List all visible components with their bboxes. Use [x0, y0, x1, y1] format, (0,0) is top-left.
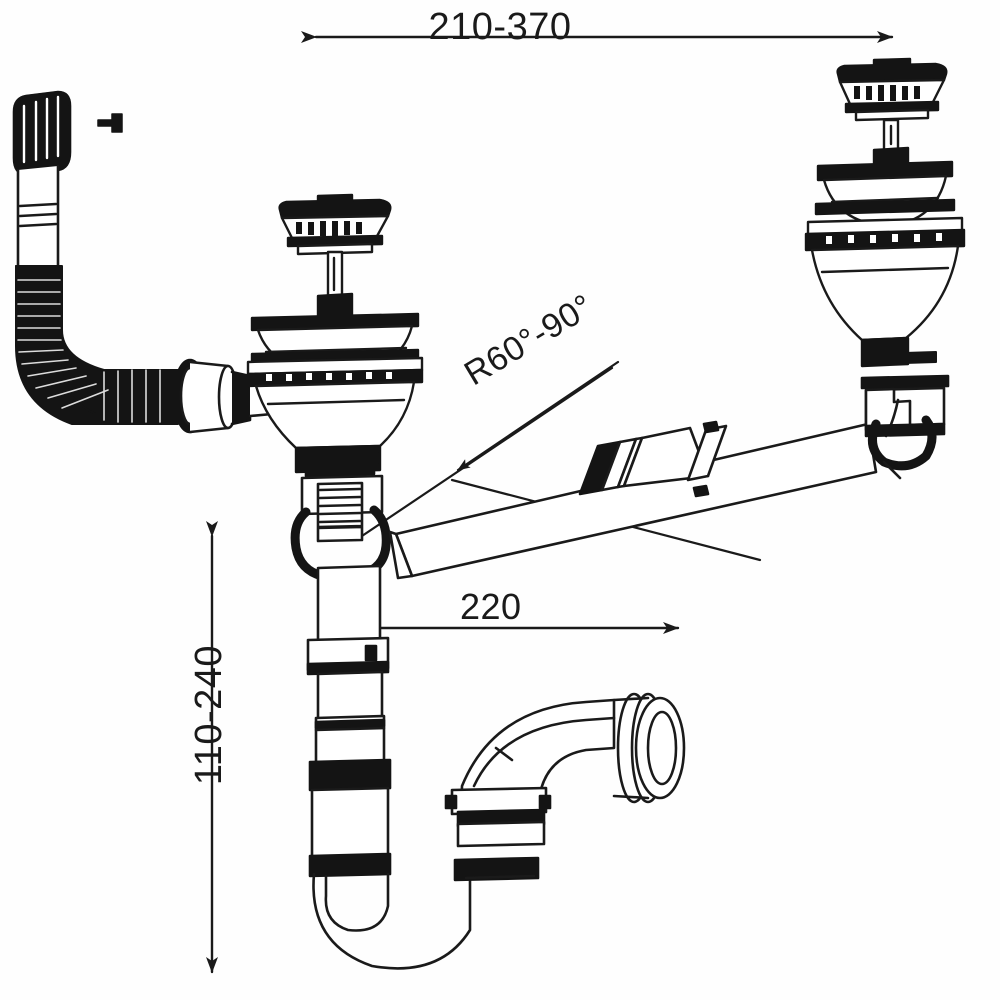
- crossover-pipe: [388, 422, 878, 580]
- right-basket-stem: [872, 118, 910, 172]
- overflow-cap: [13, 91, 71, 175]
- left-strainer-body: [246, 312, 424, 474]
- right-strainer-basket: [836, 57, 948, 122]
- right-tee-fitting: [860, 374, 950, 480]
- right-strainer-body: [804, 160, 966, 368]
- p-trap: [312, 856, 540, 970]
- left-basket-stem: [316, 250, 354, 320]
- flexible-overflow-hose: [15, 265, 179, 425]
- left-tee-fitting: [290, 452, 391, 581]
- wall-flange: [612, 692, 686, 804]
- outlet-elbow: [444, 698, 616, 848]
- overflow-neck: [16, 164, 60, 270]
- left-strainer-basket: [278, 193, 392, 256]
- dimension-label-height: 110-240: [188, 644, 230, 786]
- screw: [97, 113, 123, 133]
- crossover-nut: [686, 420, 728, 498]
- vertical-downpipe: [306, 564, 392, 878]
- hose-corrugation: [17, 279, 161, 423]
- dimension-label-220: 220: [460, 586, 522, 627]
- dimension-label-width: 210-370: [428, 6, 572, 48]
- overflow-cap-detail: [22, 95, 60, 164]
